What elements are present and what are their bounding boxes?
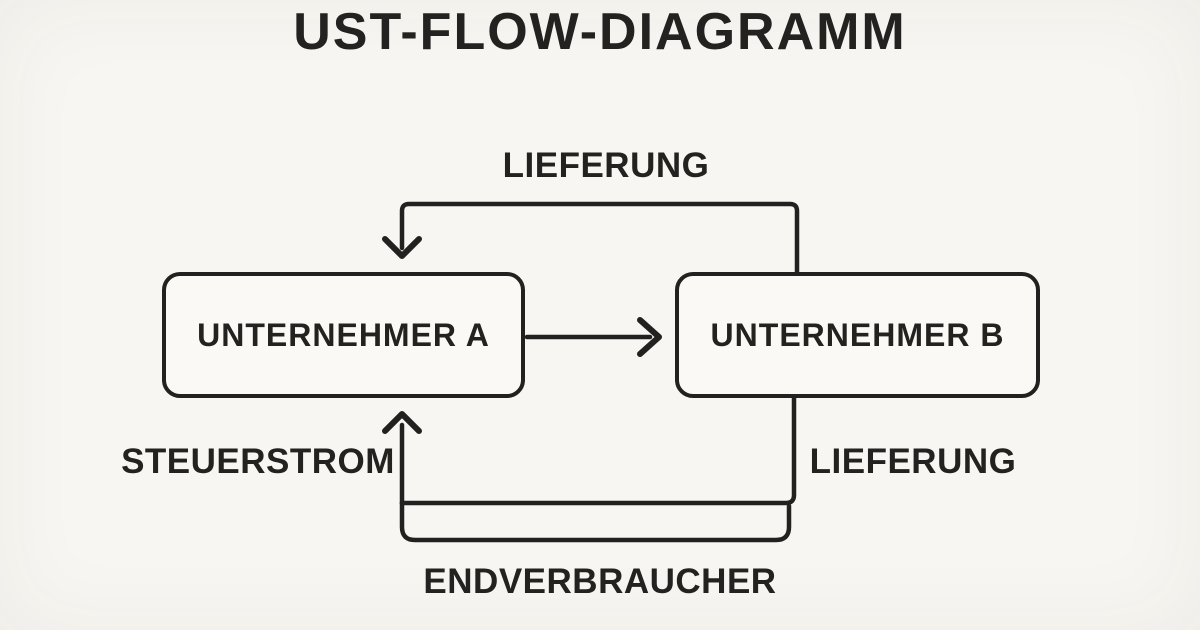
edge-label-steuerstrom: STEUERSTROM <box>121 442 395 481</box>
edge-lieferung-top <box>399 201 800 277</box>
node-unternehmer-b: UNTERNEHMER B <box>675 272 1040 398</box>
node-unternehmer-a: UNTERNEHMER A <box>162 272 525 398</box>
arrowhead-right-icon <box>637 317 662 357</box>
node-unternehmer-a-label: UNTERNEHMER A <box>197 316 490 353</box>
edge-label-lieferung-top: LIEFERUNG <box>502 146 710 185</box>
edge-lieferung-right <box>399 393 797 506</box>
page-title: UST-FLOW-DIAGRAMM <box>293 3 907 61</box>
arrowhead-up-icon <box>382 411 422 434</box>
edge-label-lieferung-right: LIEFERUNG <box>809 442 1017 481</box>
arrowhead-down-icon <box>382 236 422 259</box>
node-unternehmer-b-label: UNTERNEHMER B <box>710 316 1005 353</box>
edge-label-endverbraucher: ENDVERBRAUCHER <box>423 562 777 601</box>
edge-endverbraucher-loop <box>399 500 792 543</box>
